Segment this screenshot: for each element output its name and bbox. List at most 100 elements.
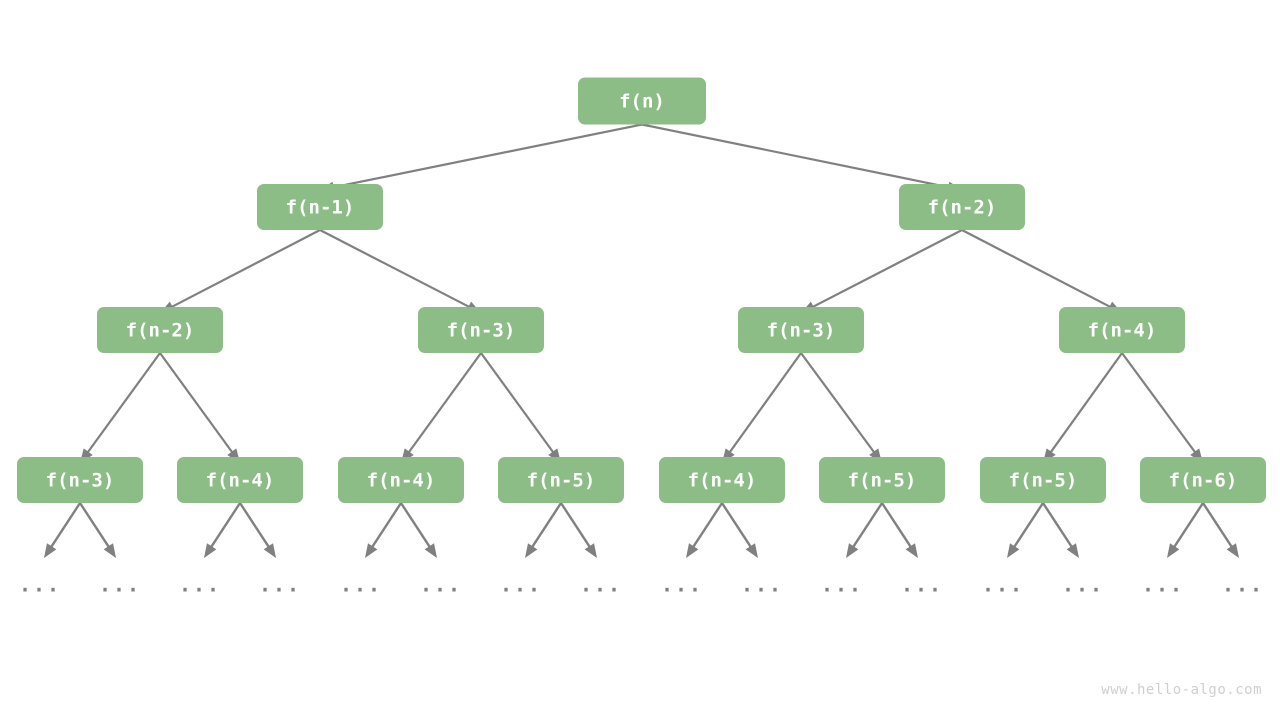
tree-node-n0-box[interactable] bbox=[578, 77, 706, 125]
ellipsis-n10-left: ... bbox=[500, 573, 542, 597]
tree-node-n10-box[interactable] bbox=[498, 457, 624, 503]
tree-node-n7-label: f(n-3) bbox=[46, 470, 115, 492]
ellipsis-n13-left: ... bbox=[982, 573, 1024, 597]
edge-n4-to-n10 bbox=[480, 352, 561, 463]
tree-node-n0[interactable]: f(n) bbox=[578, 77, 706, 125]
tree-node-n6[interactable]: f(n-4) bbox=[1059, 307, 1185, 353]
tree-node-n13-label: f(n-5) bbox=[1009, 470, 1078, 492]
leaf-stub-n11-left-line bbox=[691, 502, 724, 550]
tree-node-n14-box[interactable] bbox=[1140, 457, 1266, 503]
tree-node-n1[interactable]: f(n-1) bbox=[257, 184, 383, 230]
leaf-stub-n14-right bbox=[1201, 502, 1239, 558]
edge-n0-to-n1-line bbox=[330, 123, 643, 189]
leaf-stub-n12-left-arrowhead bbox=[846, 543, 859, 558]
tree-node-n0-label: f(n) bbox=[619, 91, 665, 113]
ellipsis-n9-left: ... bbox=[340, 573, 382, 597]
tree-node-n3-box[interactable] bbox=[97, 307, 223, 353]
leaf-stub-n10-left-line bbox=[530, 502, 563, 550]
leaf-stub-n7-left-line bbox=[49, 502, 82, 550]
edge-n5-to-n12 bbox=[800, 352, 882, 463]
ellipsis-n11-left: ... bbox=[661, 573, 703, 597]
leaf-stub-n9-right-arrowhead bbox=[424, 543, 437, 558]
tree-node-n12-label: f(n-5) bbox=[848, 470, 917, 492]
ellipsis-n11-right: ... bbox=[741, 573, 783, 597]
edge-n1-to-n4-line bbox=[319, 229, 472, 309]
ellipsis-n9-right: ... bbox=[420, 573, 462, 597]
edge-n6-to-n13 bbox=[1043, 352, 1123, 463]
edge-n6-to-n13-line bbox=[1048, 352, 1123, 455]
tree-node-n5[interactable]: f(n-3) bbox=[738, 307, 864, 353]
tree-node-n4-box[interactable] bbox=[418, 307, 544, 353]
leaf-stub-n7-left-arrowhead bbox=[44, 543, 57, 558]
ellipsis-n7-right: ... bbox=[99, 573, 141, 597]
tree-node-n8-box[interactable] bbox=[177, 457, 303, 503]
tree-node-n3-label: f(n-2) bbox=[126, 320, 195, 342]
leaf-stub-n12-right bbox=[880, 502, 918, 558]
leaf-stub-n9-left bbox=[365, 502, 403, 558]
tree-node-n14[interactable]: f(n-6) bbox=[1140, 457, 1266, 503]
edge-n1-to-n4 bbox=[319, 229, 481, 313]
ellipsis-n14-left: ... bbox=[1142, 573, 1184, 597]
leaf-stub-n9-right bbox=[399, 502, 437, 558]
tree-node-n12[interactable]: f(n-5) bbox=[819, 457, 945, 503]
leaf-stub-n14-left bbox=[1167, 502, 1205, 558]
nodes-layer: f(n) f(n-1) f(n-2) f(n-2) f(n-3) f(n-3) f(n-4)… bbox=[17, 77, 1266, 503]
leaf-stub-n8-right-line bbox=[238, 502, 271, 550]
edge-n4-to-n10-line bbox=[480, 352, 556, 455]
tree-node-n11-box[interactable] bbox=[659, 457, 785, 503]
ellipsis-layer: ........................................… bbox=[19, 573, 1264, 597]
leaf-stub-n8-left-line bbox=[209, 502, 242, 550]
tree-node-n7[interactable]: f(n-3) bbox=[17, 457, 143, 503]
tree-node-n3[interactable]: f(n-2) bbox=[97, 307, 223, 353]
ellipsis-n12-right: ... bbox=[901, 573, 943, 597]
tree-node-n9[interactable]: f(n-4) bbox=[338, 457, 464, 503]
tree-node-n13-box[interactable] bbox=[980, 457, 1106, 503]
tree-node-n14-label: f(n-6) bbox=[1169, 470, 1238, 492]
tree-node-n6-box[interactable] bbox=[1059, 307, 1185, 353]
leaf-stub-n13-right bbox=[1041, 502, 1079, 558]
tree-node-n4[interactable]: f(n-3) bbox=[418, 307, 544, 353]
edge-n3-to-n7-line bbox=[85, 352, 161, 455]
tree-node-n2-box[interactable] bbox=[899, 184, 1025, 230]
leaf-stub-n12-right-arrowhead bbox=[905, 543, 918, 558]
edge-n3-to-n7 bbox=[80, 352, 161, 463]
tree-node-n7-box[interactable] bbox=[17, 457, 143, 503]
tree-node-n2-label: f(n-2) bbox=[928, 197, 997, 219]
leaf-stub-n11-right-line bbox=[720, 502, 753, 550]
edge-n2-to-n5 bbox=[801, 229, 963, 313]
edge-n3-to-n8 bbox=[159, 352, 240, 463]
leaf-stub-n11-left bbox=[686, 502, 724, 558]
edge-n2-to-n6 bbox=[961, 229, 1122, 313]
leaf-stub-n7-right bbox=[78, 502, 116, 558]
watermark: www.hello-algo.com bbox=[1101, 682, 1262, 698]
edge-n6-to-n14-line bbox=[1121, 352, 1198, 455]
edge-n5-to-n12-line bbox=[800, 352, 877, 455]
edge-n0-to-n1 bbox=[320, 123, 643, 193]
tree-node-n11[interactable]: f(n-4) bbox=[659, 457, 785, 503]
leaf-stub-n12-left bbox=[846, 502, 884, 558]
tree-node-n5-box[interactable] bbox=[738, 307, 864, 353]
leaf-stub-n13-right-arrowhead bbox=[1066, 543, 1079, 558]
edge-n6-to-n14 bbox=[1121, 352, 1203, 463]
ellipsis-n10-right: ... bbox=[580, 573, 622, 597]
tree-node-n4-label: f(n-3) bbox=[447, 320, 516, 342]
ellipsis-n8-right: ... bbox=[259, 573, 301, 597]
leaf-stub-n8-left bbox=[204, 502, 242, 558]
tree-node-n8[interactable]: f(n-4) bbox=[177, 457, 303, 503]
tree-node-n9-box[interactable] bbox=[338, 457, 464, 503]
tree-node-n1-label: f(n-1) bbox=[286, 197, 355, 219]
tree-node-n10[interactable]: f(n-5) bbox=[498, 457, 624, 503]
tree-node-n13[interactable]: f(n-5) bbox=[980, 457, 1106, 503]
leaf-stub-n12-left-line bbox=[851, 502, 884, 550]
leaf-stub-n13-left bbox=[1007, 502, 1045, 558]
leaf-stubs-layer bbox=[44, 502, 1239, 558]
leaf-stub-n11-right bbox=[720, 502, 758, 558]
ellipsis-n14-right: ... bbox=[1222, 573, 1264, 597]
tree-node-n1-box[interactable] bbox=[257, 184, 383, 230]
tree-node-n12-box[interactable] bbox=[819, 457, 945, 503]
tree-node-n5-label: f(n-3) bbox=[767, 320, 836, 342]
leaf-stub-n14-right-arrowhead bbox=[1226, 543, 1239, 558]
tree-node-n2[interactable]: f(n-2) bbox=[899, 184, 1025, 230]
leaf-stub-n10-right-line bbox=[559, 502, 592, 550]
